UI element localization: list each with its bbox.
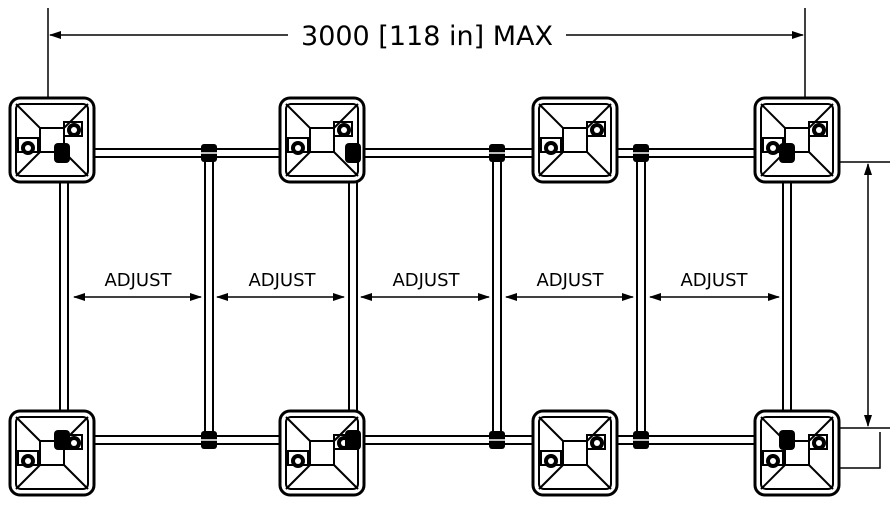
rail-joint [779, 430, 795, 450]
rail-joint [779, 143, 795, 163]
crossbar [489, 144, 505, 449]
gap-label-1: ADJUST [104, 270, 172, 291]
overall-dimension: 3000 [118 in] MAX [47, 8, 806, 150]
rail-joint [54, 143, 70, 163]
rail-joint [345, 430, 361, 450]
leveling-foot [753, 96, 841, 184]
bottom-rail [54, 435, 801, 445]
gap-dimensions: ADJUST ADJUST ADJUST ADJUST ADJUST [73, 270, 780, 301]
gap-label-5: ADJUST [680, 270, 748, 291]
gap-label-4: ADJUST [536, 270, 604, 291]
leveling-foot [278, 409, 366, 497]
leveling-foot [278, 96, 366, 184]
gap-dimension-4: ADJUST [505, 270, 634, 301]
leveling-foot [8, 409, 96, 497]
rail-joint [54, 430, 70, 450]
crossbar [201, 144, 217, 449]
gap-dimension-1: ADJUST [73, 270, 202, 301]
leveling-foot [531, 409, 619, 497]
leveling-foot [753, 409, 841, 497]
overall-dimension-text: 3000 [118 in] MAX [301, 21, 553, 52]
leveling-foot [8, 96, 96, 184]
right-tube [782, 149, 792, 446]
gap-dimension-3: ADJUST [360, 270, 490, 301]
gap-label-2: ADJUST [248, 270, 316, 291]
leveling-foot [531, 96, 619, 184]
gap-label-3: ADJUST [392, 270, 460, 291]
gap-dimension-2: ADJUST [216, 270, 345, 301]
gap-dimension-5: ADJUST [649, 270, 780, 301]
top-rail [54, 148, 801, 158]
crossbar [345, 144, 361, 449]
rail-joint [345, 143, 361, 163]
leveling-feet [8, 96, 841, 497]
left-tube [59, 149, 69, 446]
crossbar [633, 144, 649, 449]
